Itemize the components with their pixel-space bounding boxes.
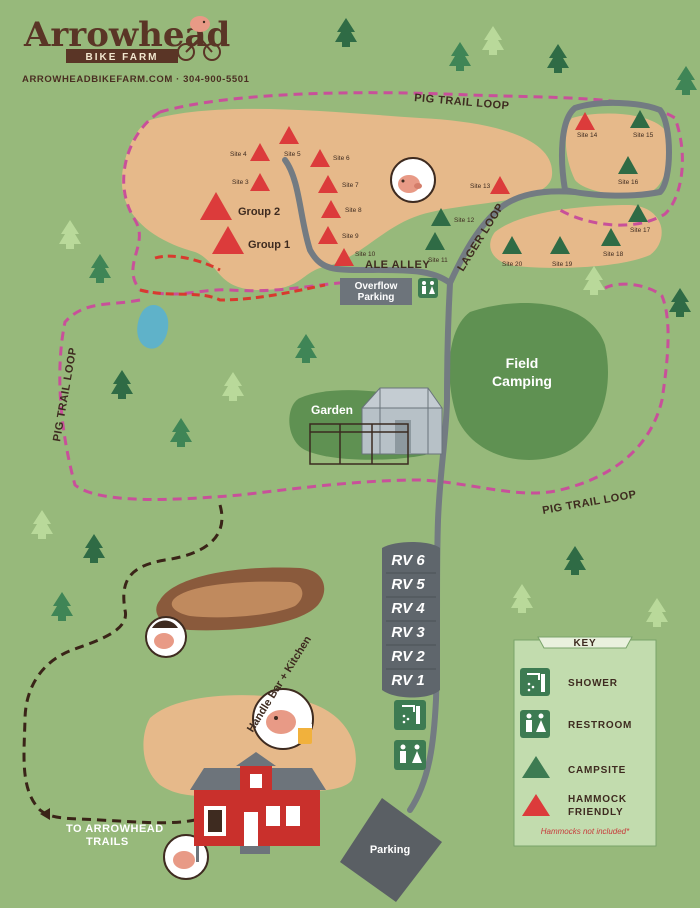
key-restroom-icon: [520, 710, 550, 738]
restroom-icon-rv: [394, 740, 426, 770]
to-arrowhead-label-1: TO ARROWHEAD: [66, 823, 164, 835]
farmhouse: [190, 752, 326, 854]
rv-4-label: RV 4: [391, 600, 425, 617]
group-2-label: Group 2: [238, 206, 280, 218]
lager-loop-road: [447, 188, 578, 286]
overflow-parking: [340, 278, 412, 305]
rv-5-label: RV 5: [391, 576, 425, 593]
rv-6-label: RV 6: [391, 552, 425, 569]
key-shower-label: SHOWER: [568, 678, 618, 689]
pig-trail-loop-left: [122, 110, 161, 291]
parking-label: Parking: [370, 844, 410, 856]
rv-area: [382, 542, 440, 698]
site-10-label: Site 10: [355, 251, 376, 258]
standard-campsites: [425, 110, 650, 254]
shower-icon: [394, 700, 426, 730]
key-restroom-label: RESTROOM: [568, 720, 632, 731]
overflow-parking-label-1: Overflow: [355, 281, 398, 292]
main-parking: [340, 798, 442, 902]
hammock-campsites: [200, 112, 595, 266]
map-key: KEY SHOWER RESTROOM CAMPSITE HAMMOCK FRI…: [513, 636, 657, 847]
trail-arrow-icon: [40, 808, 50, 820]
rv-1-label: RV 1: [391, 672, 424, 689]
key-campsite-label: CAMPSITE: [568, 765, 626, 776]
field-camping-label-2: Camping: [492, 373, 552, 389]
greenhouse: [360, 387, 443, 455]
pig-bike-logo-icon: [177, 16, 221, 61]
key-shower-icon: [520, 668, 550, 696]
key-hammock-label-2: FRIENDLY: [568, 807, 623, 818]
pump-track: [156, 567, 325, 631]
upper-loop-road: [559, 99, 672, 199]
arrowhead-trail: [22, 504, 224, 825]
lager-loop-area: [490, 205, 662, 268]
upper-loop-area: [565, 113, 669, 195]
red-trail-connector: [139, 254, 326, 302]
to-arrowhead-label-2: TRAILS: [86, 836, 129, 848]
site-15-label: Site 15: [633, 132, 654, 139]
rv-2-label: RV 2: [391, 648, 425, 665]
pig-bike-badge-icon: [145, 616, 187, 658]
garden-fence: [309, 423, 409, 465]
main-road: [407, 280, 453, 813]
ale-alley-road: [282, 157, 453, 286]
site-13-label: Site 13: [470, 183, 491, 190]
pig-badge-icon: [390, 157, 436, 203]
pig-trail-loop-lower: [58, 281, 670, 501]
site-8-label: Site 8: [345, 207, 362, 214]
restroom-icon: [418, 278, 438, 298]
rv-3-label: RV 3: [391, 624, 425, 641]
overflow-parking-label-2: Parking: [358, 292, 395, 303]
site-12-label: Site 12: [454, 217, 475, 224]
site-6-label: Site 6: [333, 155, 350, 162]
site-7-label: Site 7: [342, 182, 359, 189]
garden-label: Garden: [311, 403, 353, 417]
site-14-label: Site 14: [577, 132, 598, 139]
ale-alley-label: ALE ALLEY: [365, 259, 430, 271]
field-camping-area: [449, 302, 608, 460]
group-1-label: Group 1: [248, 239, 290, 251]
site-4-label: Site 4: [230, 151, 247, 158]
contact-info: ARROWHEADBIKEFARM.COM · 304-900-5501: [22, 74, 250, 85]
site-17-label: Site 17: [630, 227, 651, 234]
site-11-label: Site 11: [428, 257, 448, 264]
site-9-label: Site 9: [342, 233, 359, 240]
site-5-label: Site 5: [284, 151, 301, 158]
logo: Arrowhead BIKE FARM: [23, 15, 230, 63]
key-hammock-icon: [522, 794, 550, 816]
logo-subtitle: BIKE FARM: [86, 52, 159, 63]
field-camping-label-1: Field: [506, 355, 539, 371]
key-campsite-icon: [522, 756, 550, 778]
site-19-label: Site 19: [552, 261, 573, 268]
key-note: Hammocks not included*: [541, 827, 630, 836]
key-title: KEY: [574, 638, 597, 649]
site-16-label: Site 16: [618, 179, 639, 186]
pond: [137, 305, 169, 349]
pig-beer-badge-icon: [252, 688, 314, 750]
site-3-label: Site 3: [232, 179, 249, 186]
site-20-label: Site 20: [502, 261, 523, 268]
site-18-label: Site 18: [603, 251, 624, 258]
key-hammock-label-1: HAMMOCK: [568, 794, 627, 805]
